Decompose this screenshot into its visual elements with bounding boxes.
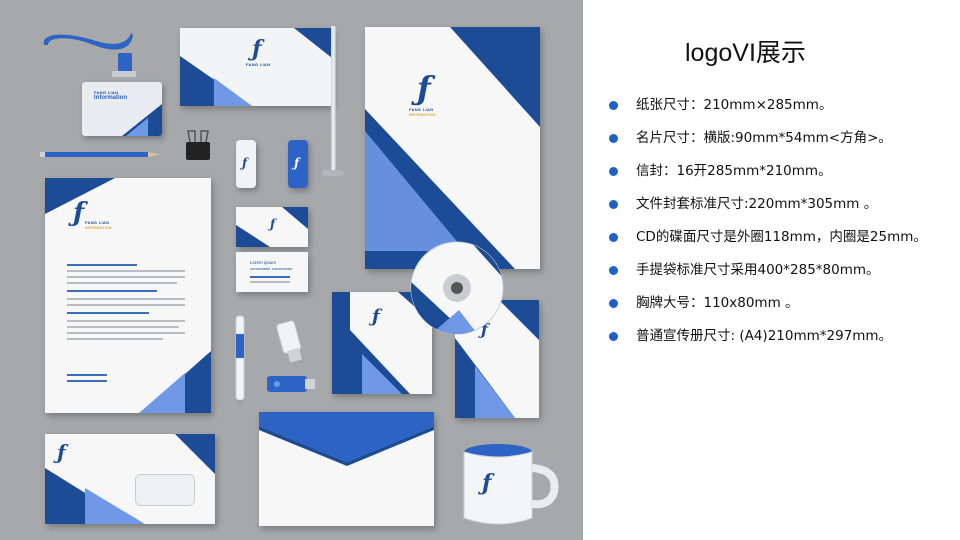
bullet-dot-icon: [609, 233, 618, 242]
letterhead: ƒ FANG LIAN INFORMATION: [45, 178, 211, 413]
envelope-back: [259, 412, 434, 526]
envelope-front: ƒ: [45, 434, 215, 524]
mug-icon: ƒ: [463, 444, 559, 525]
spec-text: 普通宣传册尺寸: (A4)210mm*297mm。: [636, 328, 893, 344]
spec-item: 普通宣传册尺寸: (A4)210mm*297mm。: [605, 325, 927, 358]
pen-icon: [235, 315, 245, 410]
page-title: logoVI展示: [685, 39, 806, 67]
badge-title: Information: [94, 95, 127, 101]
flag-base: [322, 170, 344, 176]
business-card-front: ƒ: [236, 207, 308, 247]
flag-brand: FANG LIAN: [246, 62, 271, 67]
bullet-dot-icon: [609, 134, 618, 143]
lanyard-icon: [43, 33, 136, 77]
business-card-back: Lorem ipsum consectetur consectetur: [236, 252, 308, 292]
spec-text: 纸张尺寸：210mm×285mm。: [636, 97, 833, 113]
bullet-dot-icon: [609, 101, 618, 110]
spec-item: CD的碟面尺寸是外圈118mm，内圈是25mm。: [605, 226, 927, 259]
svg-text:ƒ: ƒ: [477, 470, 495, 496]
spec-item: 名片尺寸：横版:90mm*54mm<方角>。: [605, 127, 927, 160]
bullet-dot-icon: [609, 167, 618, 176]
spec-item: 文件封套标准尺寸:220mm*305mm 。: [605, 193, 927, 226]
bullet-dot-icon: [609, 299, 618, 308]
presentation-folder: ƒ FANG LIAN INFORMATION: [365, 27, 540, 269]
usb-drive-white-icon: [276, 320, 302, 363]
binder-clip-icon: [186, 130, 210, 160]
folder-brand-sub: INFORMATION: [409, 113, 436, 117]
name-badge: FANG LIAN Information: [82, 82, 162, 136]
spiral-notebook: ƒ: [455, 300, 539, 418]
spec-list: 纸张尺寸：210mm×285mm。 名片尺寸：横版:90mm*54mm<方角>。…: [605, 94, 927, 358]
letterhead-brand: FANG LIAN: [85, 220, 110, 225]
lighter-blue: ƒ: [288, 140, 308, 188]
spec-text: 文件封套标准尺寸:220mm*305mm 。: [636, 196, 878, 212]
bullet-dot-icon: [609, 200, 618, 209]
vi-mockup-image: FANG LIAN Information ƒ ƒ ƒ FANG LIAN ƒ: [0, 0, 583, 540]
spec-item: 胸牌大号：110x80mm 。: [605, 292, 927, 325]
letterhead-brand-sub: INFORMATION: [85, 226, 112, 230]
spec-text: 名片尺寸：横版:90mm*54mm<方角>。: [636, 130, 892, 146]
info-panel: logoVI展示 纸张尺寸：210mm×285mm。 名片尺寸：横版:90mm*…: [583, 0, 960, 540]
pencil-icon: [40, 152, 160, 157]
spec-item: 手提袋标准尺寸采用400*285*80mm。: [605, 259, 927, 292]
bullet-dot-icon: [609, 266, 618, 275]
lighter-white: ƒ: [236, 140, 256, 188]
spec-text: 信封：16开285mm*210mm。: [636, 163, 832, 179]
card-text-1: Lorem ipsum: [250, 260, 277, 265]
bullet-dot-icon: [609, 332, 618, 341]
usb-drive-blue-icon: [267, 376, 315, 392]
spec-text: CD的碟面尺寸是外圈118mm，内圈是25mm。: [636, 229, 927, 245]
brochure: ƒ: [332, 292, 432, 394]
spec-text: 胸牌大号：110x80mm 。: [636, 295, 799, 311]
badge-brand: FANG LIAN: [94, 90, 119, 95]
folder-brand: FANG LIAN: [409, 107, 434, 112]
spec-text: 手提袋标准尺寸采用400*285*80mm。: [636, 262, 880, 278]
cd-disc-icon: [410, 241, 504, 335]
spec-item: 纸张尺寸：210mm×285mm。: [605, 94, 927, 127]
card-text-2: consectetur consectetur: [250, 266, 293, 271]
flag: ƒ FANG LIAN: [180, 28, 332, 106]
spec-item: 信封：16开285mm*210mm。: [605, 160, 927, 193]
flag-pole: [331, 26, 336, 174]
